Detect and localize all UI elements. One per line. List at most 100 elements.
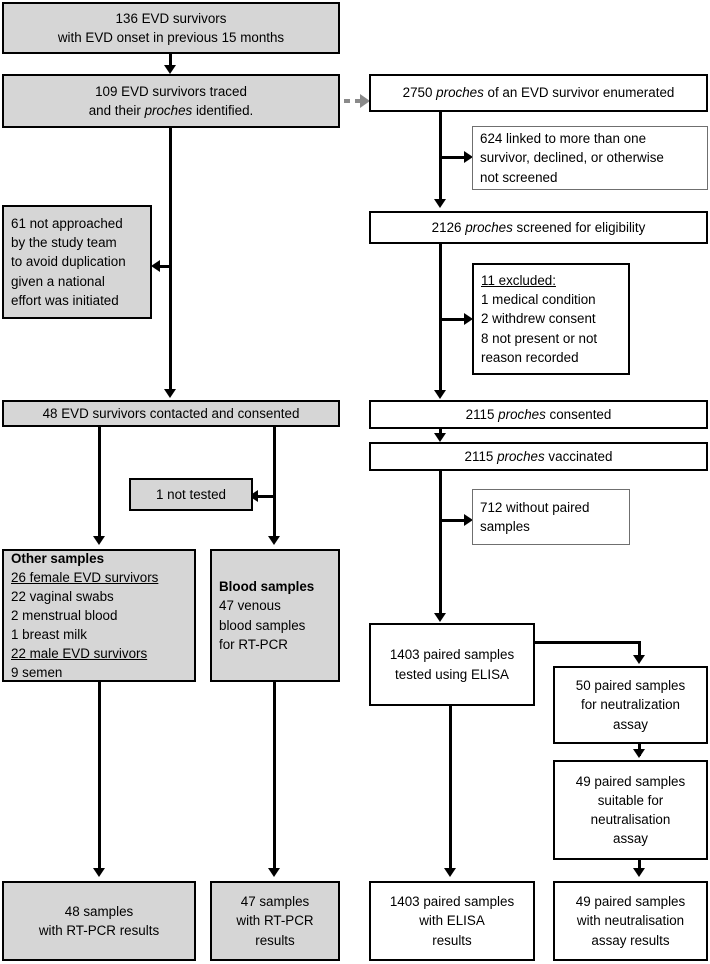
- node-line: 1 breast milk: [11, 627, 87, 643]
- node-elisa-1403: 1403 paired samples tested using ELISA: [369, 623, 535, 706]
- arrowhead-down: [633, 655, 645, 664]
- node-line: 47 samples: [240, 894, 310, 910]
- node-line: results: [432, 932, 472, 948]
- node-line-bold: Blood samples: [219, 579, 315, 595]
- node-line-underline: 26 female EVD survivors: [11, 569, 159, 585]
- node-blood-samples: Blood samples 47 venous blood samples fo…: [210, 549, 340, 682]
- node-line: 1403 paired samples: [389, 647, 515, 663]
- node-line: to avoid duplication: [11, 254, 126, 270]
- node-result-48: 48 samples with RT-PCR results: [2, 881, 196, 961]
- arrowhead-down: [434, 433, 446, 442]
- connector-consented-to-other-samples: [98, 427, 101, 539]
- node-line: 1403 paired samples: [389, 894, 515, 910]
- arrowhead-right: [464, 313, 473, 325]
- node-line: for neutralization: [581, 697, 680, 713]
- node-line: 8 not present or not: [481, 330, 598, 346]
- node-not-tested: 1 not tested: [129, 478, 253, 511]
- node-line: 136 EVD survivors: [115, 10, 227, 26]
- arrowhead-down: [93, 536, 105, 545]
- connector-screened-to-consented: [439, 244, 442, 393]
- italic-term: proches: [497, 448, 545, 464]
- node-line: blood samples: [219, 617, 306, 633]
- arrowhead-left: [151, 260, 160, 272]
- arrowhead-down: [444, 868, 456, 877]
- node-line: with neutralisation: [576, 913, 685, 929]
- node-line: 2115 proches vaccinated: [464, 448, 613, 464]
- node-line: given a national: [11, 273, 105, 289]
- arrowhead-down: [268, 536, 280, 545]
- node-line: assay: [613, 716, 648, 732]
- italic-term: proches: [436, 85, 484, 101]
- node-other-samples: Other samples 26 female EVD survivors 22…: [2, 549, 196, 682]
- node-line: and their proches identified.: [88, 103, 254, 118]
- node-line: 49 paired samples: [575, 894, 686, 910]
- node-line: samples: [480, 519, 530, 534]
- node-line: by the study team: [11, 235, 117, 251]
- connector-neutralisation-49-to-result: [638, 860, 641, 871]
- node-line: with ELISA: [419, 913, 485, 929]
- node-excluded-11: 11 excluded: 1 medical condition 2 withd…: [472, 263, 630, 375]
- italic-term: proches: [465, 219, 513, 235]
- node-line: 2 withdrew consent: [481, 311, 596, 327]
- node-line: 2 menstrual blood: [11, 607, 118, 623]
- connector-enumerated-to-screened: [439, 112, 442, 202]
- node-without-paired-712: 712 without paired samples: [472, 489, 630, 545]
- node-proches-enumerated: 2750 proches of an EVD survivor enumerat…: [369, 74, 708, 112]
- connector-traced-to-consented: [169, 128, 172, 392]
- arrowhead-left: [249, 490, 258, 502]
- node-line: 1 medical condition: [481, 292, 596, 308]
- connector-dotted-traced-to-enumerated: [344, 99, 364, 103]
- node-line: with RT-PCR: [236, 913, 314, 929]
- node-line: survivor, declined, or otherwise: [480, 150, 664, 166]
- node-line: 2126 proches screened for eligibility: [431, 219, 646, 235]
- connector-elisa-to-result: [449, 706, 452, 871]
- node-line: with RT-PCR results: [38, 923, 160, 938]
- node-line-underline: 22 male EVD survivors: [11, 646, 148, 662]
- node-linked-624: 624 linked to more than one survivor, de…: [472, 126, 708, 190]
- node-result-1403: 1403 paired samples with ELISA results: [369, 881, 535, 961]
- arrowhead-right: [464, 514, 473, 526]
- connector-to-without-paired: [442, 519, 468, 522]
- node-survivors-total: 136 EVD survivors with EVD onset in prev…: [2, 2, 340, 54]
- connector-elisa-to-neutralization-v: [638, 641, 641, 659]
- connector-blood-samples-to-result: [273, 682, 276, 871]
- node-line: 50 paired samples: [575, 678, 686, 694]
- connector-survivors-total-to-traced: [169, 54, 172, 68]
- arrowhead-down: [164, 65, 176, 74]
- arrowhead-right-gray: [360, 94, 370, 108]
- node-line: 48 EVD survivors contacted and consented: [42, 405, 300, 421]
- italic-term: proches: [144, 103, 193, 118]
- node-line: 61 not approached: [11, 216, 123, 232]
- node-line: 48 samples: [64, 903, 134, 919]
- arrowhead-down: [633, 749, 645, 758]
- node-neutralization-50: 50 paired samples for neutralization ass…: [553, 666, 708, 744]
- node-line: neutralisation: [590, 812, 671, 827]
- node-line: for RT-PCR: [219, 636, 288, 652]
- connector-elisa-to-neutralization-h: [533, 641, 641, 644]
- node-proches-consented: 2115 proches consented: [369, 400, 708, 429]
- node-line: 26 female EVD survivors: [11, 568, 158, 587]
- connector-to-not-approached: [160, 265, 172, 268]
- node-line-bold: Other samples: [11, 550, 105, 566]
- arrowhead-down: [268, 868, 280, 877]
- node-result-47: 47 samples with RT-PCR results: [210, 881, 340, 961]
- arrowhead-down: [434, 390, 446, 399]
- node-line: 22 vaginal swabs: [11, 588, 114, 604]
- connector-to-linked-624: [442, 156, 468, 159]
- connector-other-samples-to-result: [98, 682, 101, 871]
- node-line: 9 semen: [11, 665, 63, 681]
- node-line: results: [255, 932, 295, 948]
- connector-consented-to-blood-samples: [273, 427, 276, 539]
- node-line: 2750 proches of an EVD survivor enumerat…: [402, 85, 675, 101]
- node-line: 47 venous: [219, 598, 281, 614]
- node-line: 22 male EVD survivors: [11, 644, 147, 663]
- node-proches-screened: 2126 proches screened for eligibility: [369, 211, 708, 244]
- node-survivors-traced: 109 EVD survivors traced and their proch…: [2, 74, 340, 128]
- node-line: with EVD onset in previous 15 months: [57, 30, 285, 45]
- node-line: 712 without paired: [480, 499, 590, 515]
- node-line: 11 excluded:: [481, 271, 556, 290]
- node-not-approached: 61 not approached by the study team to a…: [2, 205, 152, 319]
- node-line: 2115 proches consented: [465, 406, 612, 422]
- connector-to-not-tested: [258, 495, 276, 498]
